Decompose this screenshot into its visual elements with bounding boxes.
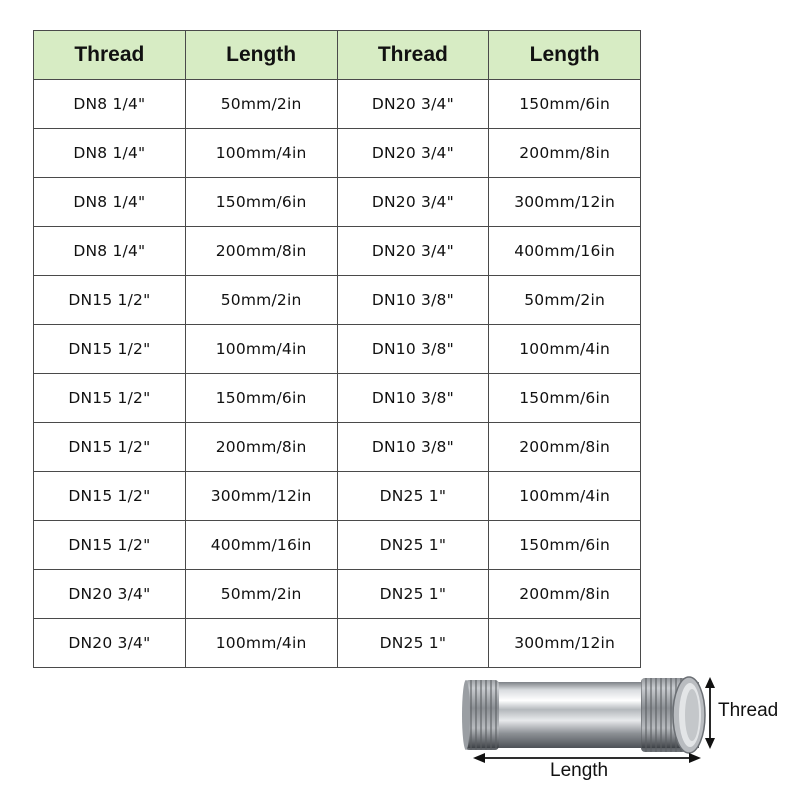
thread-cell: DN25 1" [336, 471, 490, 521]
length-cell: 150mm/6in [488, 520, 641, 570]
thread-cell: DN10 3/8" [336, 373, 490, 423]
thread-cell: DN8 1/4" [33, 79, 186, 129]
length-cell: 300mm/12in [184, 471, 338, 521]
left-end-cap [462, 680, 470, 750]
length-cell: 100mm/4in [184, 618, 338, 668]
thread-cell: DN15 1/2" [33, 373, 186, 423]
header-length-1: Length [184, 30, 338, 80]
length-cell: 100mm/4in [184, 324, 338, 374]
pipe-spec-table: Thread Length Thread Length DN8 1/4"50mm… [33, 30, 641, 668]
thread-cell: DN25 1" [336, 569, 490, 619]
thread-cell: DN10 3/8" [336, 275, 490, 325]
thread-cell: DN8 1/4" [33, 128, 186, 178]
thread-cell: DN15 1/2" [33, 471, 186, 521]
thread-cell: DN15 1/2" [33, 520, 186, 570]
header-row: Thread Length Thread Length [33, 30, 641, 80]
header-thread-2: Thread [336, 30, 490, 80]
thread-arrow-top [705, 677, 715, 688]
length-cell: 150mm/6in [488, 373, 641, 423]
length-cell: 150mm/6in [488, 79, 641, 129]
thread-cell: DN15 1/2" [33, 275, 186, 325]
length-dimension-label: Length [550, 760, 609, 781]
right-opening-shadow [685, 689, 699, 741]
length-arrow-right [689, 753, 701, 763]
length-cell: 400mm/16in [184, 520, 338, 570]
table-header: Thread Length Thread Length [33, 30, 641, 80]
length-cell: 400mm/16in [488, 226, 641, 276]
thread-dimension-label: Thread [718, 700, 779, 721]
thread-cell: DN10 3/8" [336, 324, 490, 374]
thread-cell: DN20 3/4" [33, 618, 186, 668]
thread-cell: DN25 1" [336, 618, 490, 668]
header-length-2: Length [488, 30, 641, 80]
length-cell: 50mm/2in [184, 79, 338, 129]
length-cell: 50mm/2in [184, 275, 338, 325]
thread-cell: DN8 1/4" [33, 177, 186, 227]
left-thread [465, 680, 499, 750]
thread-cell: DN20 3/4" [336, 177, 490, 227]
length-cell: 150mm/6in [184, 373, 338, 423]
thread-cell: DN20 3/4" [336, 128, 490, 178]
length-cell: 100mm/4in [488, 324, 641, 374]
length-cell: 50mm/2in [184, 569, 338, 619]
thread-cell: DN20 3/4" [336, 79, 490, 129]
length-cell: 200mm/8in [488, 569, 641, 619]
thread-cell: DN25 1" [336, 520, 490, 570]
thread-cell: DN20 3/4" [336, 226, 490, 276]
length-cell: 100mm/4in [184, 128, 338, 178]
header-thread-1: Thread [33, 30, 186, 80]
length-cell: 50mm/2in [488, 275, 641, 325]
thread-cell: DN8 1/4" [33, 226, 186, 276]
length-cell: 150mm/6in [184, 177, 338, 227]
thread-cell: DN20 3/4" [33, 569, 186, 619]
length-cell: 300mm/12in [488, 177, 641, 227]
length-cell: 200mm/8in [488, 422, 641, 472]
thread-arrow-bottom [705, 738, 715, 749]
length-cell: 200mm/8in [488, 128, 641, 178]
length-arrow-left [473, 753, 485, 763]
length-cell: 100mm/4in [488, 471, 641, 521]
length-cell: 200mm/8in [184, 226, 338, 276]
thread-cell: DN15 1/2" [33, 422, 186, 472]
thread-cell: DN15 1/2" [33, 324, 186, 374]
pipe-illustration [462, 676, 715, 763]
length-cell: 200mm/8in [184, 422, 338, 472]
pipe-nipple-diagram: Thread Length [455, 668, 795, 794]
length-cell: 300mm/12in [488, 618, 641, 668]
thread-cell: DN10 3/8" [336, 422, 490, 472]
